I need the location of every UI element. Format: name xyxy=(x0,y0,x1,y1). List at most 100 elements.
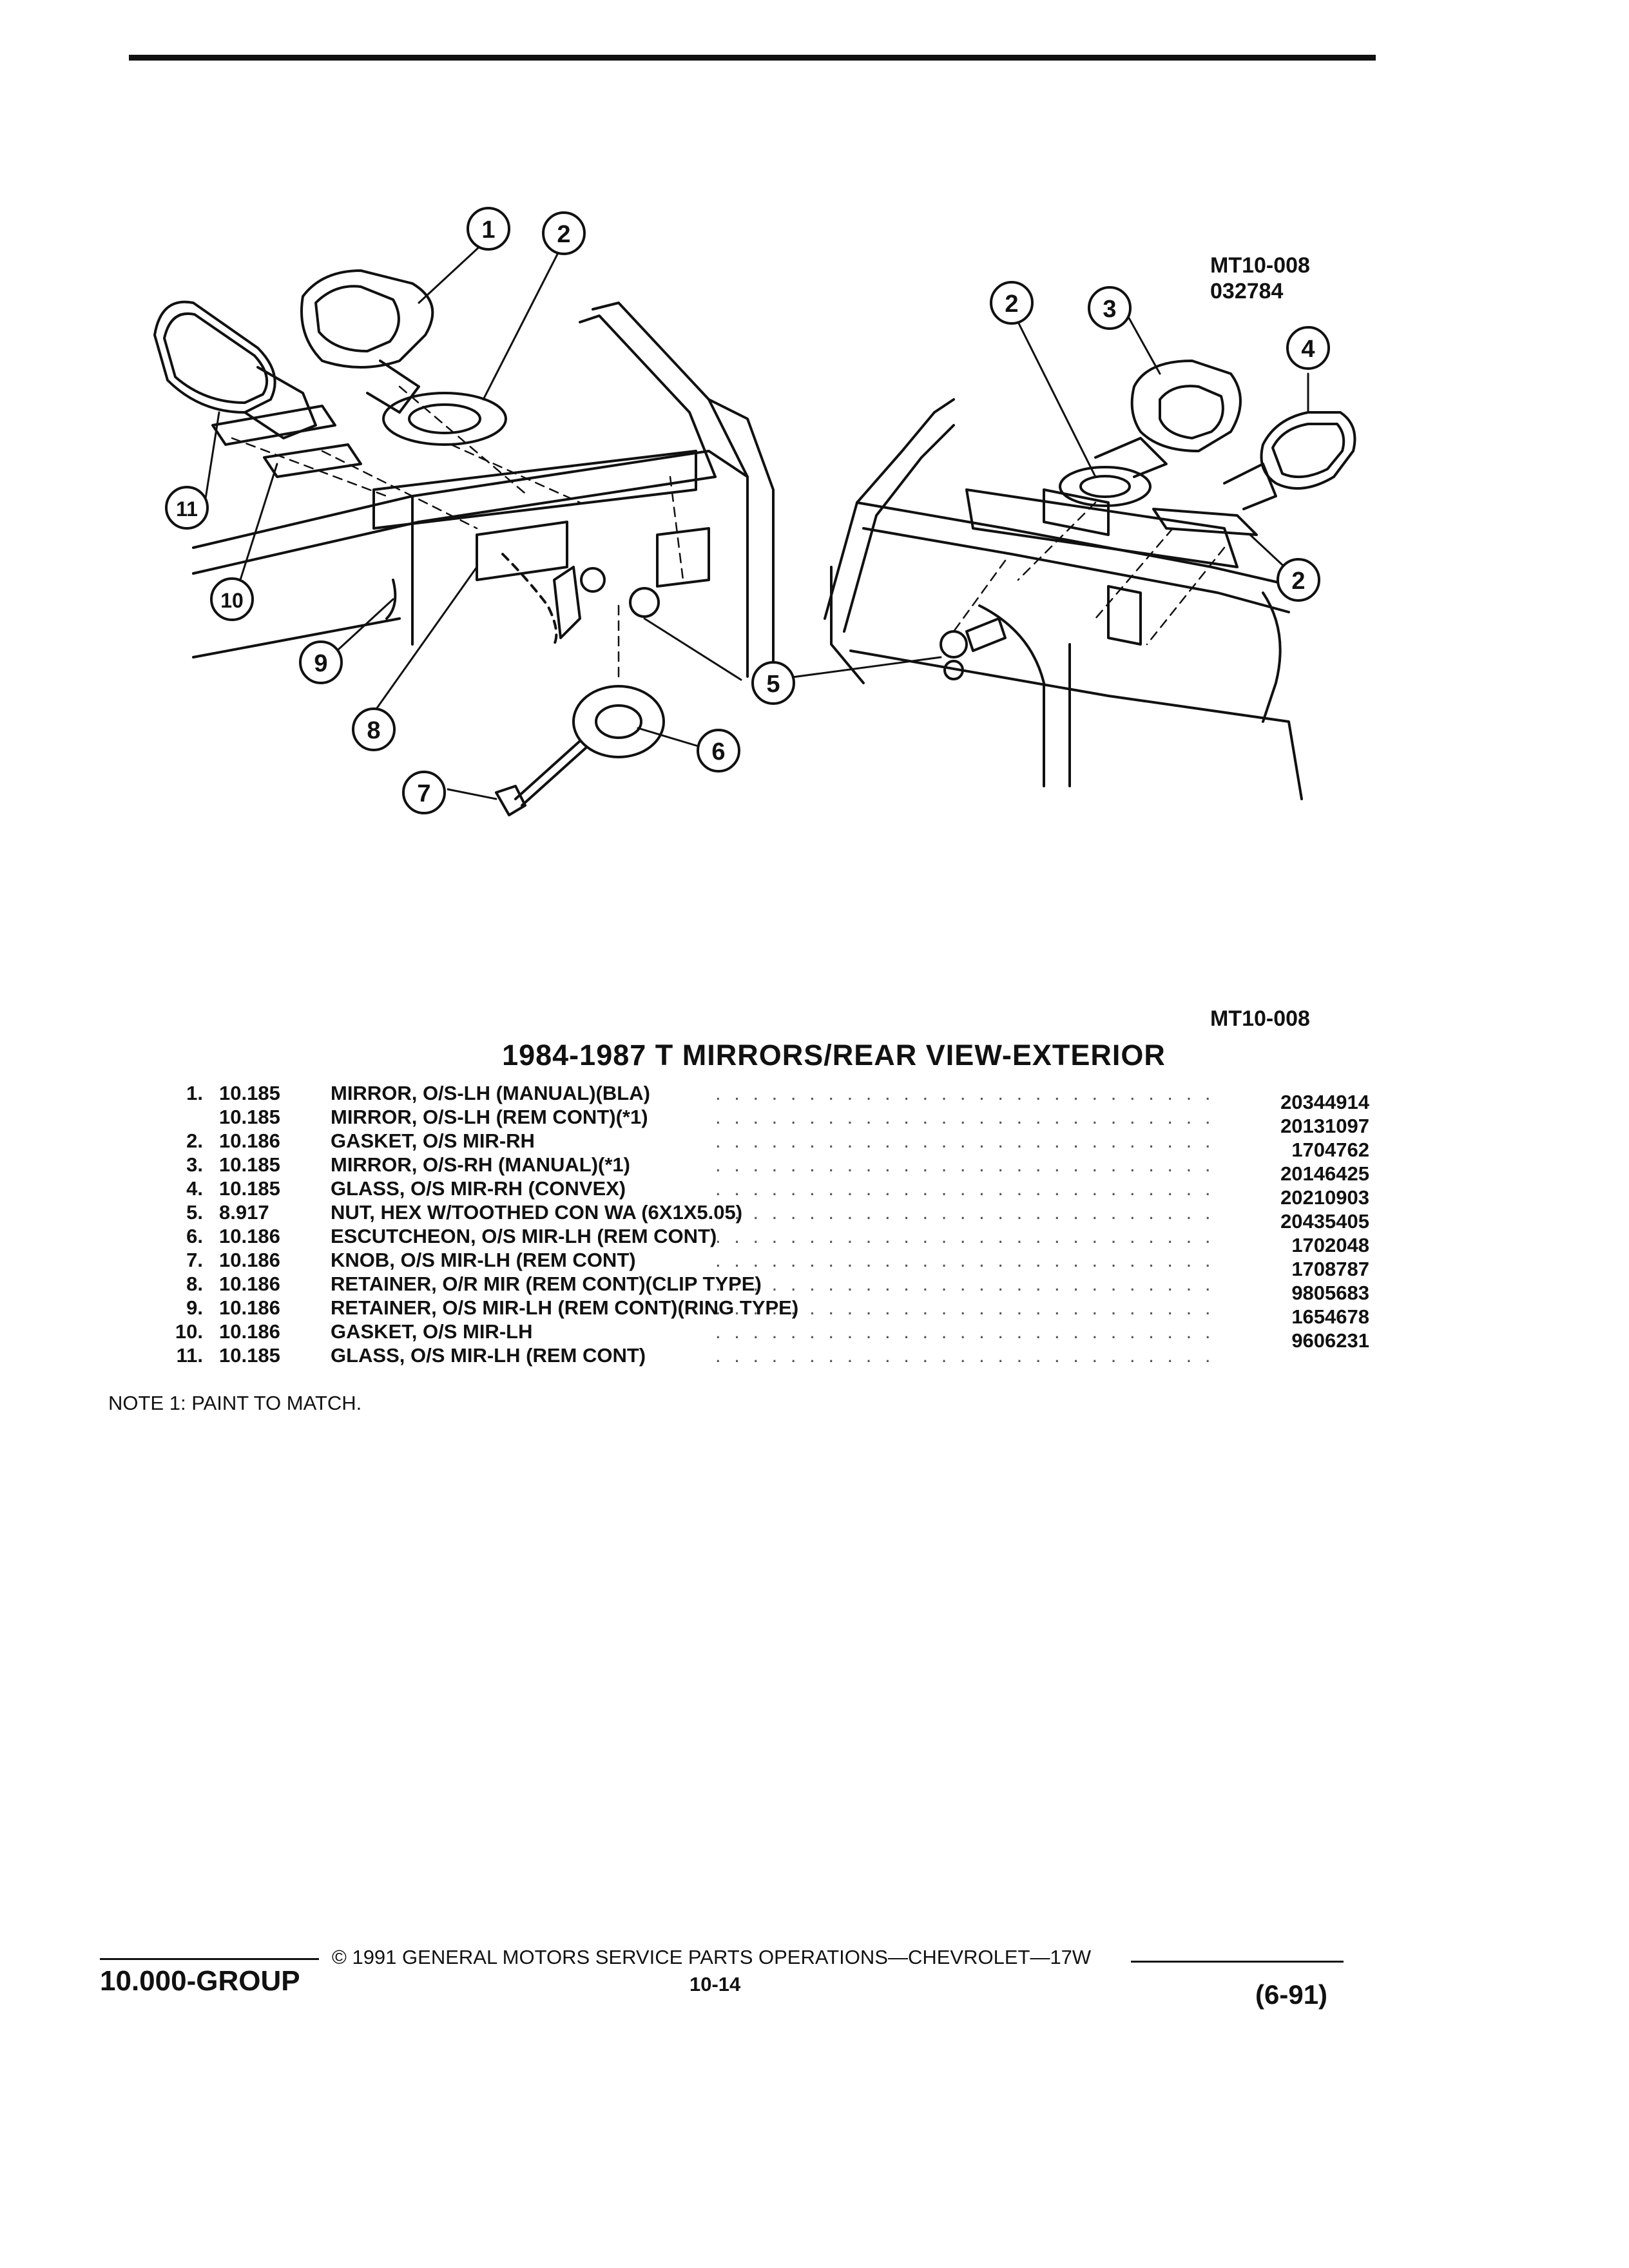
group-number: 10.186 xyxy=(219,1320,280,1343)
part-number: 1704762 xyxy=(1291,1139,1369,1161)
callout-2-left xyxy=(542,211,586,255)
part-number: 9606231 xyxy=(1291,1329,1369,1352)
part-number: 9805683 xyxy=(1291,1282,1369,1304)
part-description: NUT, HEX W/TOOTHED CON WA (6X1X5.05) xyxy=(331,1200,742,1224)
figure-id-block: MT10-008 032784 xyxy=(1210,253,1310,304)
part-name: GASKET xyxy=(331,1129,412,1152)
left-inner-bracket xyxy=(476,521,568,581)
group-number: 10.186 xyxy=(219,1273,280,1295)
callout-8 xyxy=(352,707,396,751)
part-number: 1654678 xyxy=(1291,1305,1369,1328)
group-number: 10.186 xyxy=(219,1129,280,1152)
escutcheon-6 xyxy=(572,685,665,758)
part-name: GLASS xyxy=(331,1344,400,1367)
callout-6 xyxy=(697,729,740,773)
gasket-10-top xyxy=(211,405,336,446)
callout-10 xyxy=(210,577,254,621)
part-detail: , O/S MIR-RH xyxy=(411,1129,535,1152)
part-detail: , O/S-RH (MANUAL)(*1) xyxy=(411,1153,630,1176)
callout-label: 2 xyxy=(1291,568,1305,595)
footer-rule-left xyxy=(100,1958,319,1960)
part-description: GASKET, O/S MIR-RH xyxy=(331,1129,535,1153)
group-number: 10.185 xyxy=(219,1344,280,1367)
leader-dots: . . . . . . . . . . . . . . . . . . . . … xyxy=(715,1296,1218,1319)
part-detail: , O/S MIR-RH (CONVEX) xyxy=(399,1177,626,1200)
leader-dots: . . . . . . . . . . . . . . . . . . . . … xyxy=(715,1201,1218,1224)
part-number: 20146425 xyxy=(1280,1162,1369,1185)
callout-label: 10 xyxy=(220,589,244,612)
gasket-2-left xyxy=(382,392,507,446)
leader-dots: . . . . . . . . . . . . . . . . . . . . … xyxy=(715,1320,1218,1343)
part-name: KNOB xyxy=(331,1249,390,1271)
leader-dots: . . . . . . . . . . . . . . . . . . . . … xyxy=(715,1153,1218,1176)
part-detail: , O/S MIR-LH (REM CONT) xyxy=(389,1249,636,1271)
part-description: RETAINER, O/R MIR (REM CONT)(CLIP TYPE) xyxy=(331,1272,762,1296)
right-door-panel-outline xyxy=(824,398,955,620)
part-name: GASKET xyxy=(331,1320,412,1343)
group-number: 10.185 xyxy=(219,1153,280,1176)
part-detail: , O/R MIR (REM CONT)(CLIP TYPE) xyxy=(431,1273,762,1295)
part-number: 20131097 xyxy=(1280,1115,1369,1137)
leader-dots: . . . . . . . . . . . . . . . . . . . . … xyxy=(715,1129,1218,1152)
knob-7-stem xyxy=(514,740,588,807)
part-description: GLASS, O/S MIR-LH (REM CONT) xyxy=(331,1343,646,1367)
footer-rule-right xyxy=(1131,1961,1344,1963)
item-number: 3. xyxy=(186,1153,203,1176)
exploded-diagram: 1 2 2 2 3 4 5 6 7 8 9 10 11 xyxy=(153,207,1356,816)
item-number: 4. xyxy=(186,1177,203,1200)
callout-label: 7 xyxy=(417,780,430,807)
part-detail: , O/S MIR-LH (REM CONT) xyxy=(399,1344,646,1367)
callout-label: 5 xyxy=(766,671,780,698)
part-description: RETAINER, O/S MIR-LH (REM CONT)(RING TYP… xyxy=(331,1296,798,1320)
parts-row: 3. 10.185 MIRROR, O/S-RH (MANUAL)(*1) . . .… xyxy=(161,1153,1373,1177)
part-description: KNOB, O/S MIR-LH (REM CONT) xyxy=(331,1248,636,1272)
part-name: MIRROR xyxy=(331,1082,412,1104)
cable-housing xyxy=(553,566,581,639)
part-number: 1708787 xyxy=(1291,1258,1369,1280)
gasket-10 xyxy=(263,443,362,478)
item-number: 1. xyxy=(186,1082,203,1104)
part-detail: , O/S MIR-LH (REM CONT)(RING TYPE) xyxy=(431,1296,799,1319)
callout-5 xyxy=(751,661,795,705)
part-name: RETAINER xyxy=(331,1296,432,1319)
figure-date-code: 032784 xyxy=(1210,279,1284,303)
part-description: ESCUTCHEON, O/S MIR-LH (REM CONT) xyxy=(331,1224,717,1248)
part-detail: , O/S-LH (REM CONT)(*1) xyxy=(411,1106,648,1128)
parts-row: 8. 10.186 RETAINER, O/R MIR (REM CONT)(CLI… xyxy=(161,1272,1373,1296)
part-detail: , O/S MIR-LH xyxy=(411,1320,533,1343)
right-mirror-3 xyxy=(1130,360,1242,452)
callout-label: 8 xyxy=(367,717,380,744)
part-name: MIRROR xyxy=(331,1153,412,1176)
footer-copyright: © 1991 GENERAL MOTORS SERVICE PARTS OPER… xyxy=(332,1946,1092,1968)
item-number: 7. xyxy=(186,1249,203,1271)
callout-label: 11 xyxy=(176,497,198,521)
group-number: 10.186 xyxy=(219,1296,280,1319)
part-description: MIRROR, O/S-LH (MANUAL)(BLA) xyxy=(331,1081,650,1105)
item-number: 5. xyxy=(186,1201,203,1224)
callout-label: 1 xyxy=(481,216,495,244)
leader-dots: . . . . . . . . . . . . . . . . . . . . … xyxy=(715,1225,1218,1247)
callout-label: 9 xyxy=(314,650,327,677)
page-number: 10-14 xyxy=(689,1973,741,1995)
part-detail: , O/S-LH (MANUAL)(BLA) xyxy=(411,1082,650,1104)
callout-2-right-upper xyxy=(990,281,1034,325)
callout-label: 6 xyxy=(711,738,725,765)
part-description: MIRROR, O/S-RH (MANUAL)(*1) xyxy=(331,1153,630,1177)
part-name: RETAINER xyxy=(331,1273,432,1295)
part-number: 20435405 xyxy=(1280,1210,1369,1233)
nut-5-left xyxy=(629,587,660,618)
item-number: 6. xyxy=(186,1225,203,1247)
item-number: 10. xyxy=(175,1320,203,1343)
figure-id-bottom: MT10-008 xyxy=(1210,1006,1310,1031)
callout-label: 2 xyxy=(557,221,570,248)
item-number: 8. xyxy=(186,1273,203,1295)
group-number: 10.185 xyxy=(219,1177,280,1200)
part-detail: , O/S MIR-LH (REM CONT) xyxy=(470,1225,717,1247)
